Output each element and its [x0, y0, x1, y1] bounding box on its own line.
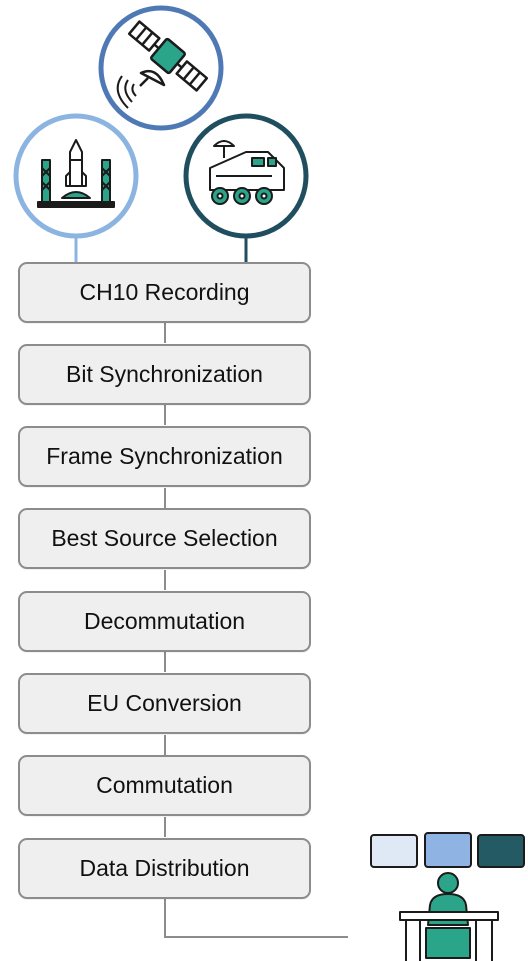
stage-connectors: [164, 323, 348, 938]
stage-ch10-recording: CH10 Recording: [18, 262, 311, 323]
monitor-left: [370, 834, 418, 868]
operator-workstation-icon: [370, 832, 525, 961]
monitor-right: [477, 834, 525, 868]
stage-data-distribution: Data Distribution: [18, 838, 311, 899]
operator-head: [437, 872, 459, 894]
monitor-center: [424, 832, 472, 868]
rover-source: [183, 113, 309, 239]
rover-icon: [209, 140, 285, 205]
stage-commutation: Commutation: [18, 755, 311, 816]
rocket-source: [13, 113, 139, 239]
stage-eu-conversion: EU Conversion: [18, 673, 311, 734]
stage-decommutation: Decommutation: [18, 591, 311, 652]
satellite-source: [98, 5, 224, 131]
chair: [425, 927, 471, 959]
stage-bit-synchronization: Bit Synchronization: [18, 344, 311, 405]
stage-best-source-selection: Best Source Selection: [18, 508, 311, 569]
satellite-icon: [116, 20, 209, 109]
desk: [399, 911, 499, 921]
rocket-launch-icon: [37, 139, 115, 208]
stage-frame-synchronization: Frame Synchronization: [18, 426, 311, 487]
